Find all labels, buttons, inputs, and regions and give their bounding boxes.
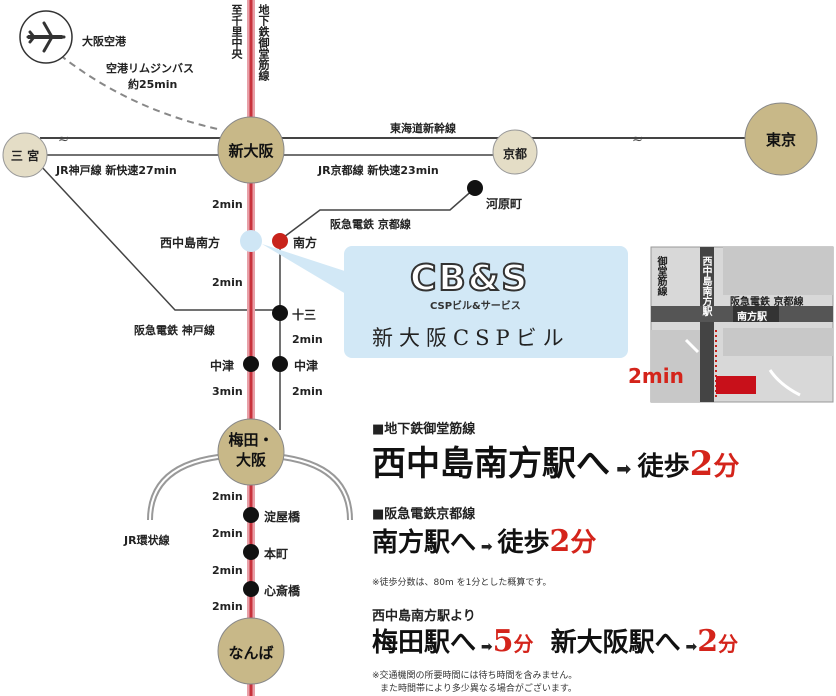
- station-shin-osaka-marker: [217, 116, 285, 184]
- station-umeda-marker: [217, 418, 285, 486]
- jr-kyoto-label: JR京都線 新快速23min: [318, 164, 439, 177]
- station-honmachi-marker: [243, 544, 259, 560]
- station-nishinakajima: 西中島南方: [160, 236, 221, 250]
- access-row2: 南方駅へ ➡ 徒歩2分: [372, 522, 596, 559]
- access-stn1: 西中島南方駅へ: [372, 444, 610, 484]
- time-label: 2min: [292, 385, 323, 398]
- time-label: 2min: [212, 276, 243, 289]
- airport-bus-time: 約25min: [128, 78, 178, 91]
- access-walk2-num: 2: [549, 524, 571, 559]
- hankyu-kobe-line: [39, 164, 280, 311]
- subway-line-label: 地下鉄御堂筋線: [257, 4, 270, 81]
- access-walk2-unit: 分: [570, 528, 597, 558]
- station-tokyo-marker: [744, 102, 818, 176]
- company-logo-sub: CSPビル&サービス: [430, 301, 521, 312]
- break-mark: ≈: [58, 132, 69, 147]
- station-shin-osaka: 新大阪: [228, 142, 274, 160]
- access-walk1-unit: 分: [713, 452, 740, 482]
- access-walk1-label: 徒歩: [637, 452, 690, 482]
- arrow-icon: ➡: [476, 639, 493, 655]
- inset-subway-label: 御堂筋線: [655, 256, 666, 296]
- inset-station-label: 西中島南方駅: [700, 256, 711, 316]
- station-shinsaibashi: 心斎橋: [264, 584, 301, 598]
- station-nakatsu-left-marker: [243, 356, 259, 372]
- station-umeda: 梅田・大阪: [228, 431, 274, 469]
- access-note2b: また時間帯により多少異なる場合がございます。: [380, 684, 577, 694]
- access-dest1: 梅田駅へ: [372, 628, 477, 658]
- station-namba-marker: [217, 617, 285, 685]
- arrow-icon: ➡: [476, 539, 498, 555]
- access-row3: 梅田駅へ ➡5分 新大阪駅へ ➡2分: [372, 622, 738, 659]
- arrow-icon: ➡: [610, 459, 638, 480]
- station-yodoyabashi-marker: [243, 507, 259, 523]
- north-terminal-label: 至千里中央: [230, 4, 243, 59]
- station-shinsaibashi-marker: [243, 581, 259, 597]
- access-dest2-num: 2: [697, 624, 719, 659]
- hankyu-kyoto-line: [279, 187, 476, 241]
- access-dest2: 新大阪駅へ: [550, 628, 681, 658]
- station-minamikata: 南方: [293, 236, 318, 250]
- time-label: 2min: [212, 490, 243, 503]
- arrow-icon: ➡: [680, 639, 698, 655]
- station-sannomiya-marker: [2, 132, 48, 178]
- access-walk1-num: 2: [689, 444, 714, 484]
- access-dest2-unit: 分: [718, 632, 739, 656]
- access-note2a: ※交通機関の所要時間には待ち時間を含みません。: [372, 671, 578, 681]
- time-label: 2min: [212, 600, 243, 613]
- station-nakatsu-right: 中津: [294, 359, 319, 373]
- access-dest1-num: 5: [492, 624, 514, 659]
- access-walk2-label: 徒歩: [497, 528, 550, 558]
- time-label: 2min: [212, 198, 243, 211]
- station-juso: 十三: [292, 308, 317, 322]
- break-mark: ≈: [632, 132, 643, 147]
- station-nakatsu-right-marker: [272, 356, 288, 372]
- jr-kobe-label: JR神戸線 新快速27min: [56, 164, 177, 177]
- time-label: 2min: [292, 333, 323, 346]
- airplane-icon: [19, 10, 73, 64]
- station-honmachi: 本町: [264, 547, 289, 561]
- inset-hankyu-label: 阪急電鉄 京都線: [730, 297, 804, 308]
- time-label: 2min: [212, 527, 243, 540]
- callout-pointer: [262, 244, 360, 300]
- station-kyoto-marker: [492, 129, 538, 175]
- jr-loop-label: JR環状線: [124, 534, 170, 547]
- access-stn2: 南方駅へ: [372, 528, 477, 558]
- station-kawaramachi: 河原町: [486, 197, 523, 211]
- building-name: 新大阪CSPビル: [372, 326, 570, 350]
- access-line1: ■地下鉄御堂筋線: [372, 422, 476, 437]
- shinkansen-label: 東海道新幹線: [390, 122, 456, 135]
- hankyu-kyoto-label: 阪急電鉄 京都線: [330, 218, 411, 231]
- station-kyoto: 京都: [502, 147, 527, 161]
- station-nishinakajima-marker: [240, 230, 262, 252]
- time-label: 2min: [212, 564, 243, 577]
- station-nakatsu-left: 中津: [210, 359, 235, 373]
- building-marker: [716, 376, 756, 394]
- time-label: 3min: [212, 385, 243, 398]
- access-line2: ■阪急電鉄京都線: [372, 507, 476, 522]
- inset-walk-time: 2min: [628, 364, 684, 388]
- access-note1: ※徒歩分数は、80m を1分とした概算です。: [372, 578, 552, 588]
- access-dest1-unit: 分: [513, 632, 534, 656]
- access-row1: 西中島南方駅へ ➡ 徒歩2分: [372, 436, 739, 485]
- airport-bus-label: 空港リムジンバス: [106, 62, 194, 75]
- access-from: 西中島南方駅より: [372, 609, 476, 624]
- hankyu-kobe-label: 阪急電鉄 神戸線: [134, 324, 215, 337]
- station-juso-marker: [272, 305, 288, 321]
- station-tokyo: 東京: [765, 131, 796, 149]
- station-kawaramachi-marker: [467, 180, 483, 196]
- inset-map: [650, 246, 834, 403]
- station-yodoyabashi: 淀屋橋: [264, 510, 301, 524]
- airport-bus-route: [59, 54, 223, 131]
- building-callout: [344, 246, 628, 358]
- station-minamikata-marker: [272, 233, 288, 249]
- airport-label: 大阪空港: [82, 35, 126, 48]
- company-logo: CB&S: [409, 257, 530, 300]
- inset-minamikata-label: 南方駅: [737, 312, 767, 323]
- station-namba: なんば: [228, 644, 274, 662]
- station-sannomiya: 三 宮: [10, 149, 40, 163]
